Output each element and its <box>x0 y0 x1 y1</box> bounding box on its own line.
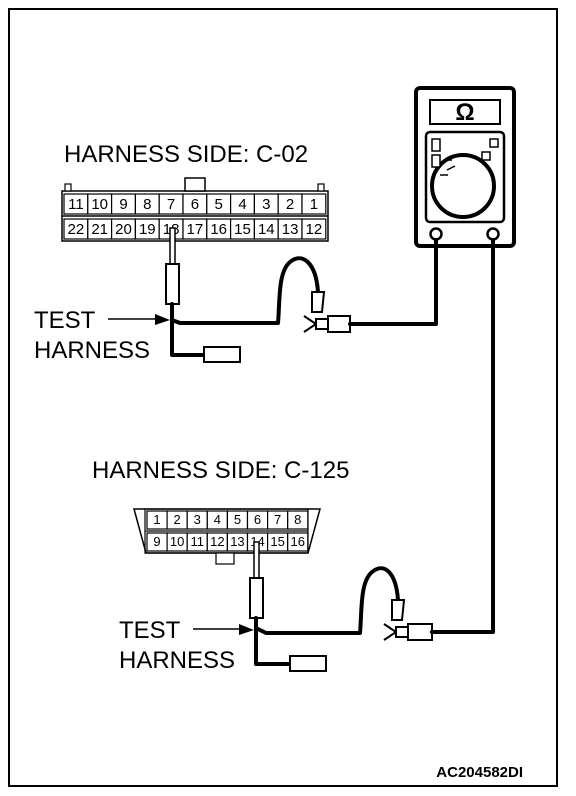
test-harness-lower <box>249 238 495 672</box>
c02-pin-number: 8 <box>143 196 151 213</box>
meter-display <box>429 99 501 125</box>
c02-pin-number: 2 <box>286 196 294 213</box>
upper-banana-plug <box>327 315 351 333</box>
lower-probe-body <box>249 577 264 619</box>
test-harness-upper-arrow <box>108 314 170 325</box>
c02-pin-number: 12 <box>306 221 323 238</box>
test-harness-upper-label-line2: HARNESS <box>34 337 150 364</box>
c02-pin-number: 5 <box>215 196 223 213</box>
c02-pin-number: 7 <box>167 196 175 213</box>
c02-pin-number: 15 <box>234 221 251 238</box>
ohmmeter: Ω <box>414 86 516 248</box>
test-harness-lower-label-line1: TEST <box>119 617 181 644</box>
c02-pin-cell <box>301 218 327 240</box>
c02-pin-number: 19 <box>139 221 156 238</box>
meter-com-jack <box>429 227 443 241</box>
lower-plug-end <box>289 655 327 672</box>
c125-pin-cell <box>287 510 309 530</box>
connector-c02-title: HARNESS SIDE: C-02 <box>64 141 308 168</box>
c02-pin-number: 11 <box>68 196 84 213</box>
c125-pin-number: 13 <box>230 534 244 549</box>
lower-banana-plug <box>407 623 433 641</box>
c02-pin-number: 6 <box>191 196 199 213</box>
c125-pin-number: 3 <box>194 512 201 527</box>
lower-alligator-clip <box>391 599 406 621</box>
connector-c125-title: HARNESS SIDE: C-125 <box>92 457 349 484</box>
c125-pin-number: 11 <box>191 534 205 549</box>
upper-probe-body <box>165 263 180 305</box>
c125-pin-number: 8 <box>294 512 301 527</box>
upper-plug-end <box>203 346 241 363</box>
upper-alligator-clip <box>311 291 326 313</box>
c02-pin-number: 22 <box>68 221 85 238</box>
c125-pin-cell <box>287 532 309 552</box>
connector-c02-latch <box>184 177 206 192</box>
test-harness-lower-arrow <box>193 624 254 635</box>
c02-pin-number: 16 <box>210 221 227 238</box>
c125-pin-number: 12 <box>210 534 224 549</box>
c125-pin-number: 5 <box>234 512 241 527</box>
c125-pin-number: 1 <box>153 512 160 527</box>
c02-pin-number: 20 <box>115 221 132 238</box>
c02-pin-number: 10 <box>91 196 108 213</box>
c125-pin-number: 16 <box>291 534 305 549</box>
c125-pin-number: 15 <box>270 534 284 549</box>
c125-pin-number: 10 <box>170 534 184 549</box>
c02-pin-number: 21 <box>91 221 108 238</box>
c02-pin-number: 9 <box>119 196 127 213</box>
diagram-frame <box>8 8 558 787</box>
c02-pin-number: 14 <box>258 221 275 238</box>
test-harness-upper-label-line1: TEST <box>34 307 96 334</box>
c02-pin-number: 1 <box>310 196 318 213</box>
c125-pin-number: 7 <box>274 512 281 527</box>
c02-pin-number: 17 <box>187 221 204 238</box>
c125-pin-number: 2 <box>174 512 181 527</box>
c02-pin-cell <box>301 193 327 215</box>
meter-rotary-dial <box>430 153 496 219</box>
test-harness-upper <box>165 227 438 363</box>
c125-pin-number: 6 <box>254 512 261 527</box>
meter-v-ohm-jack <box>486 227 500 241</box>
figure-code: AC204582DI <box>436 764 523 781</box>
c02-pin-number: 4 <box>238 196 246 213</box>
connector-c125-key <box>215 552 235 565</box>
c02-pin-number: 13 <box>282 221 299 238</box>
c02-pin-number: 3 <box>262 196 270 213</box>
c125-pin-number: 9 <box>153 534 160 549</box>
test-harness-lower-label-line2: HARNESS <box>119 647 235 674</box>
ohm-symbol: Ω <box>455 99 474 126</box>
c125-pin-number: 4 <box>214 512 221 527</box>
